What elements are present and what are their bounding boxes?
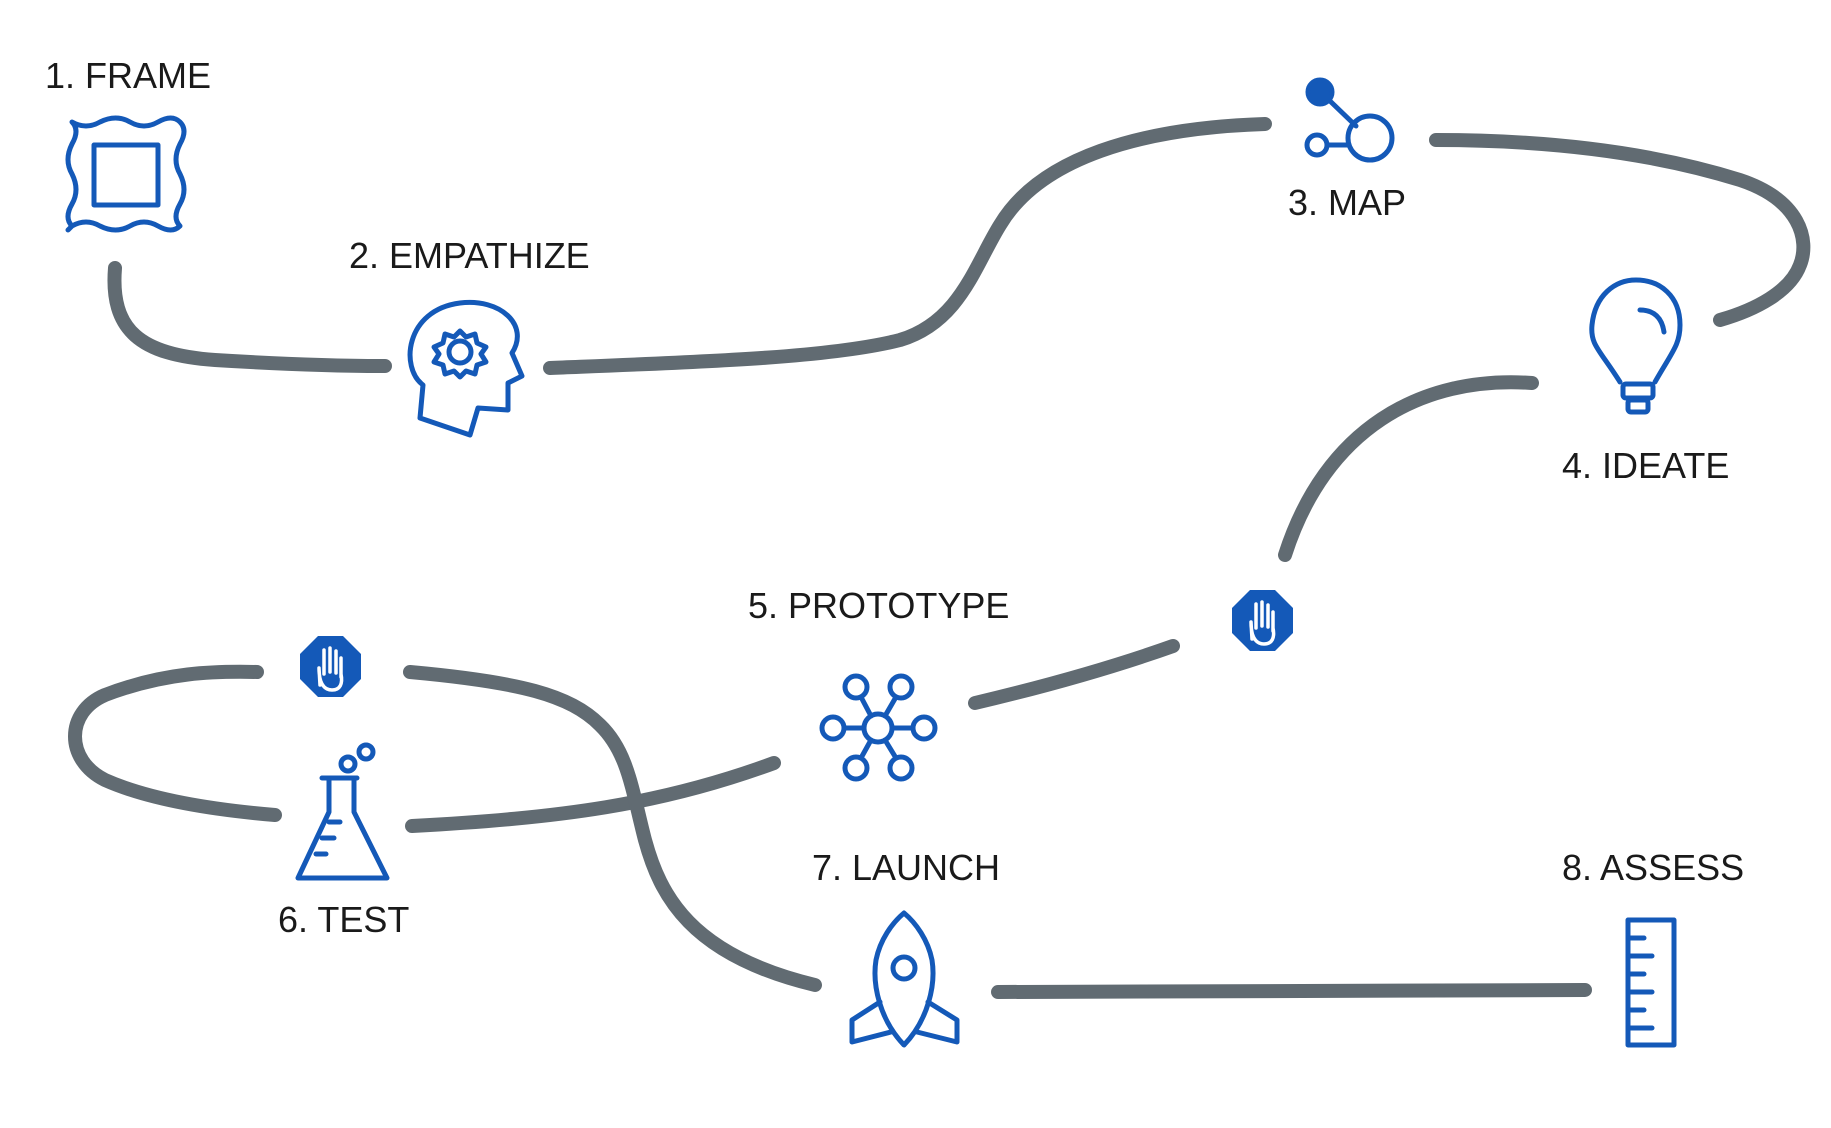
lightbulb-icon (1589, 277, 1683, 415)
network-icon (819, 673, 938, 782)
step-label-frame: 1. FRAME (45, 55, 211, 96)
head-gear-icon (407, 299, 525, 438)
path-segment-test-loop (68, 664, 282, 822)
path-segment-frame-empathize (107, 261, 392, 373)
path-segment-stop-prototype (968, 639, 1180, 710)
step-label-ideate: 4. IDEATE (1562, 445, 1729, 486)
ruler-icon (1625, 917, 1677, 1048)
step-map: 3. MAP (1288, 77, 1406, 223)
flask-icon (295, 742, 390, 881)
stop-marker-right (1232, 590, 1293, 651)
stop-marker-left (300, 636, 361, 697)
stop-hand-icon (300, 636, 361, 697)
path-segment-ideate-stop (1278, 375, 1539, 562)
step-label-empathize: 2. EMPATHIZE (349, 235, 590, 276)
stop-hand-icon (1232, 590, 1293, 651)
step-label-assess: 8. ASSESS (1562, 847, 1744, 888)
path-segment-map-ideate (1429, 133, 1811, 327)
journey-path (68, 117, 1811, 999)
step-label-map: 3. MAP (1288, 182, 1406, 223)
rocket-icon (849, 910, 960, 1048)
step-ideate: 4. IDEATE (1562, 277, 1729, 486)
path-segment-prototype-test (405, 756, 781, 833)
step-empathize: 2. EMPATHIZE (349, 235, 590, 438)
step-test: 6. TEST (278, 742, 409, 940)
step-launch: 7. LAUNCH (812, 847, 1000, 1048)
step-assess: 8. ASSESS (1562, 847, 1744, 1048)
step-frame: 1. FRAME (45, 55, 211, 233)
path-segment-stop-launch (403, 665, 822, 992)
node-map-icon (1304, 77, 1395, 163)
step-label-prototype: 5. PROTOTYPE (748, 585, 1009, 626)
path-segment-launch-assess (991, 983, 1592, 999)
path-segment-empathize-map (543, 117, 1272, 375)
frame-icon (65, 115, 187, 233)
step-prototype: 5. PROTOTYPE (748, 585, 1009, 782)
step-label-test: 6. TEST (278, 899, 409, 940)
step-label-launch: 7. LAUNCH (812, 847, 1000, 888)
